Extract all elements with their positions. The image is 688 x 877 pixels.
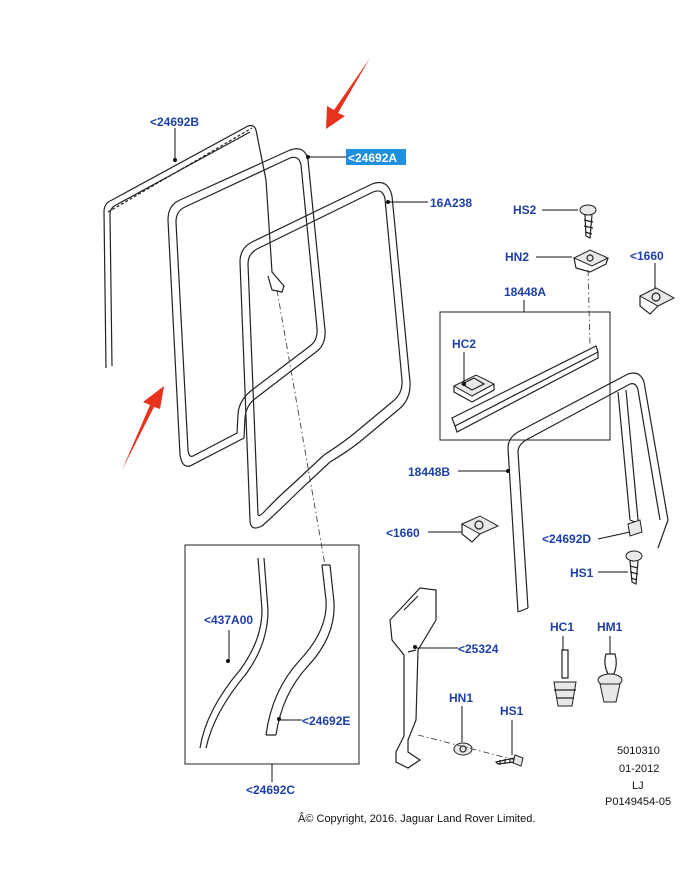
- callout-HC2[interactable]: HC2: [452, 337, 476, 351]
- clip-1660-top: [638, 287, 676, 315]
- red-arrow-left: [122, 386, 164, 470]
- callout-1660-mid[interactable]: <1660: [386, 526, 420, 540]
- callout-HS2[interactable]: HS2: [513, 203, 537, 217]
- callout-16A238[interactable]: 16A238: [430, 196, 472, 210]
- drawing-code: 5010310: [617, 745, 660, 757]
- drawing-ref: P0149454-05: [605, 796, 671, 808]
- callout-highlight-24692A: [346, 149, 406, 165]
- callout-18448B[interactable]: 18448B: [408, 465, 450, 479]
- callout-HM1[interactable]: HM1: [597, 620, 623, 634]
- callout-HN2[interactable]: HN2: [505, 250, 529, 264]
- drawing-date: 01-2012: [619, 763, 659, 775]
- callout-HS1-bottom[interactable]: HS1: [500, 704, 524, 718]
- seal-24692E: [265, 564, 335, 736]
- strip-437A00: [199, 557, 269, 749]
- clip-1660-mid: [460, 515, 500, 543]
- bracket-25324: [389, 587, 437, 769]
- callout-HC1[interactable]: HC1: [550, 620, 574, 634]
- callout-24692B[interactable]: <24692B: [150, 115, 199, 129]
- nut-HN2: [572, 249, 610, 273]
- callout-24692A[interactable]: <24692A: [348, 151, 397, 165]
- clip-HC1: [553, 649, 577, 707]
- channel-18448A: [451, 345, 599, 433]
- leader-lines: [173, 128, 656, 782]
- clip-HC2: [452, 374, 496, 403]
- screw-HS1-bottom: [494, 754, 524, 767]
- copyright: Â© Copyright, 2016. Jaguar Land Rover Li…: [298, 812, 535, 825]
- callout-HS1-right[interactable]: HS1: [570, 566, 594, 580]
- weatherstrip-24692B: [103, 124, 257, 369]
- red-arrow-top: [326, 58, 370, 129]
- seal-16A238: [239, 181, 411, 529]
- callout-HN1[interactable]: HN1: [449, 691, 473, 705]
- screw-HS2: [579, 204, 597, 239]
- callout-24692D[interactable]: <24692D: [542, 532, 591, 546]
- grommet-HM1: [597, 653, 623, 703]
- callout-24692C[interactable]: <24692C: [246, 783, 295, 797]
- callout-24692E[interactable]: <24692E: [302, 714, 350, 728]
- callout-437A00[interactable]: <437A00: [204, 613, 253, 627]
- callout-1660-top[interactable]: <1660: [630, 249, 664, 263]
- screw-HS1-right: [625, 550, 643, 585]
- nut-HN1: [453, 742, 473, 756]
- seal-24692A: [167, 129, 326, 467]
- callout-18448A[interactable]: 18448A: [504, 285, 546, 299]
- callout-25324[interactable]: <25324: [458, 642, 499, 656]
- drawing-initials: LJ: [632, 780, 644, 792]
